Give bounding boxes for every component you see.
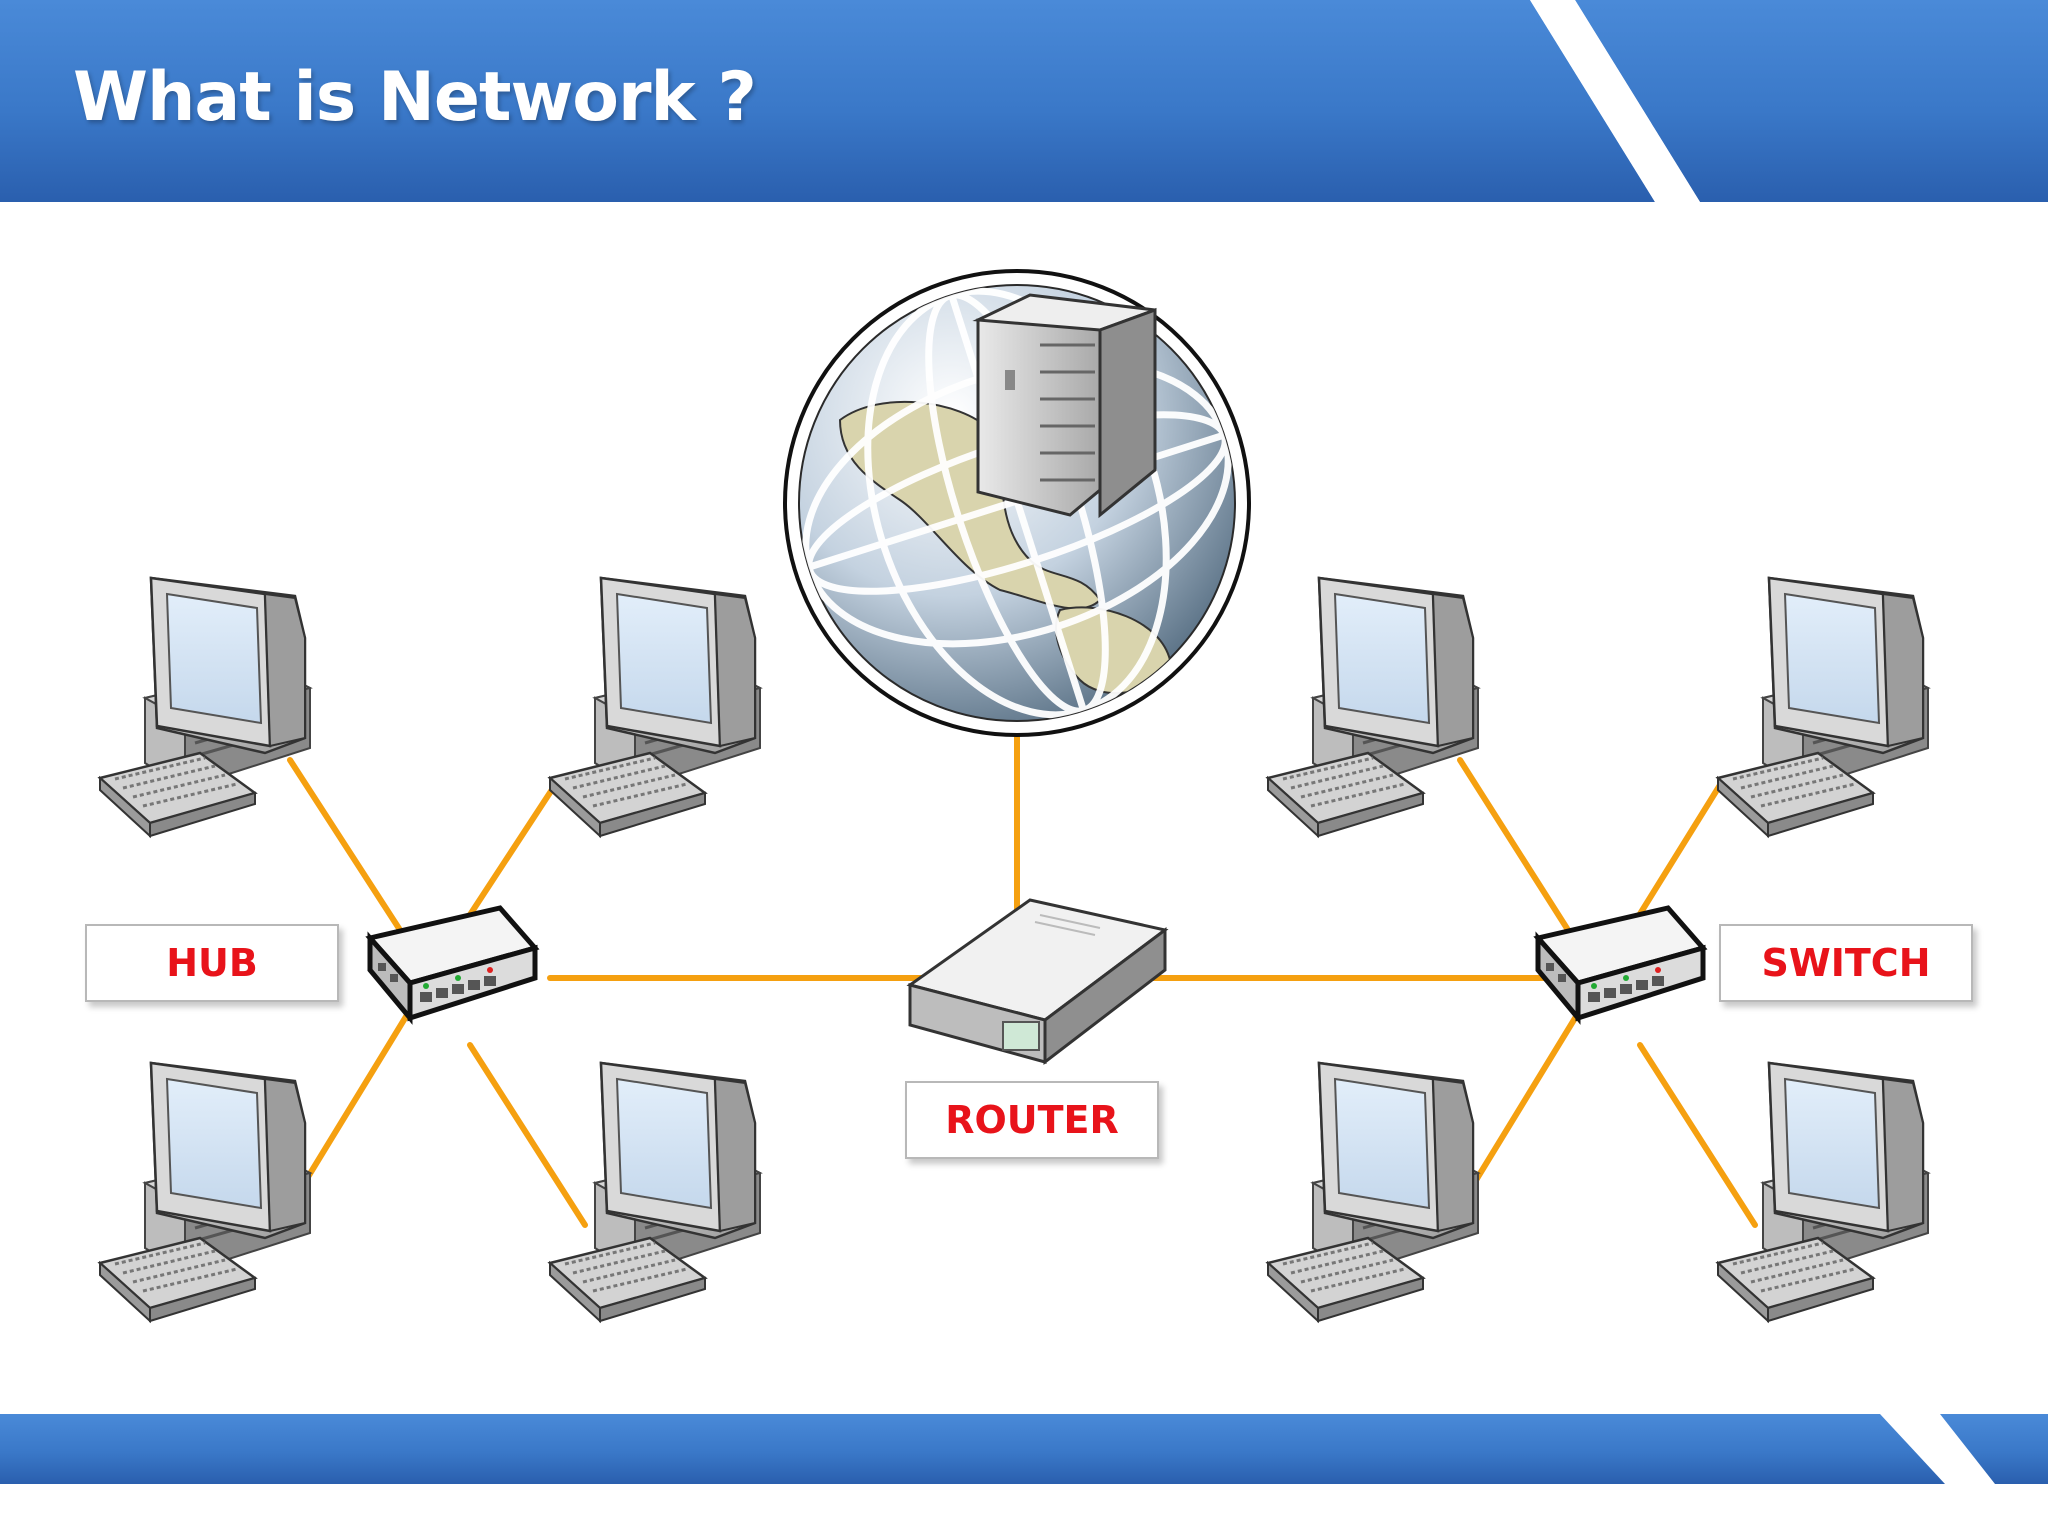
router-icon <box>906 898 1169 1066</box>
server-icon <box>972 293 1157 519</box>
switch-label: SWITCH <box>1719 924 1973 1002</box>
hub-label: HUB <box>85 924 339 1002</box>
computer-switch-top-left-icon <box>1266 576 1480 838</box>
computer-switch-top-right-icon <box>1716 576 1930 838</box>
header-band <box>0 0 1655 202</box>
computer-switch-bottom-right-icon <box>1716 1061 1930 1323</box>
footer-band <box>0 1414 1945 1484</box>
slide-title: What is Network ? <box>73 58 757 137</box>
computer-switch-bottom-left-icon <box>1266 1061 1480 1323</box>
computer-hub-bottom-left-icon <box>98 1061 312 1323</box>
router-label: ROUTER <box>905 1081 1159 1159</box>
computer-hub-top-right-icon <box>548 576 762 838</box>
network-cables <box>287 732 1758 1228</box>
internet-globe-icon <box>783 269 1251 737</box>
computer-hub-bottom-right-icon <box>548 1061 762 1323</box>
footer-band-accent <box>1940 1414 2048 1484</box>
computer-hub-top-left-icon <box>98 576 312 838</box>
header-band-accent <box>1575 0 2048 202</box>
